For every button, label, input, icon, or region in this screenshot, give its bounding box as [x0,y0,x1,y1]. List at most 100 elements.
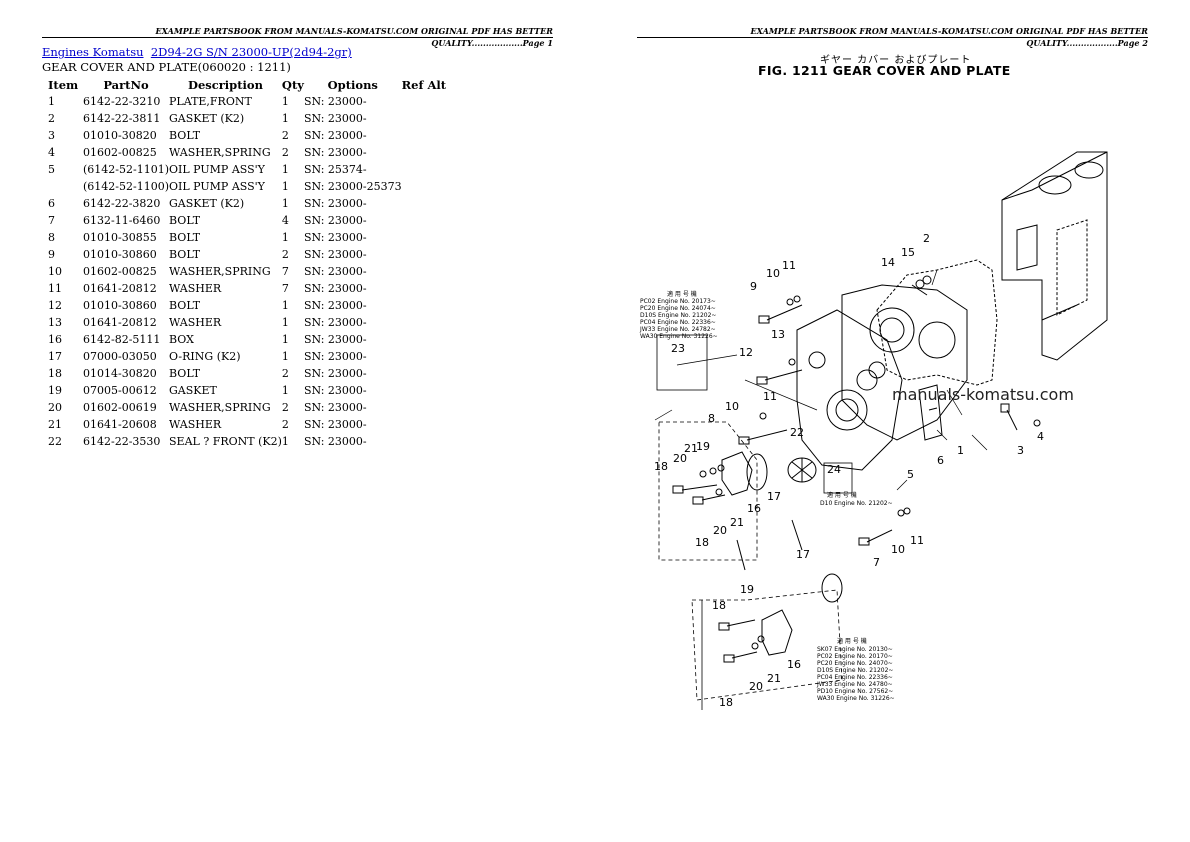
cell-options: SN: 25374- [303,163,367,176]
cell-qty: 7 [281,282,289,295]
header-refalt: Ref Alt [401,77,447,92]
cell-options: SN: 23000-25373 [303,180,402,193]
cell-options: SN: 23000- [303,384,367,397]
callout-15: 15 [901,246,915,259]
cell-item: 18 [48,367,62,380]
cell-options: SN: 23000- [303,350,367,363]
cell-partno: 6142-22-3530 [83,435,161,448]
cell-description: GASKET [169,384,217,397]
info-box-bottom-heading: 適 用 号 機 [837,637,867,645]
cell-options: SN: 23000- [303,401,367,414]
cell-partno: (6142-52-1101) [83,163,170,176]
cell-partno: 6142-22-3820 [83,197,161,210]
cell-refalt [402,314,462,331]
cell-qty: 1 [281,112,289,125]
cell-qty: 2 [281,367,289,380]
cell-partno: 01010-30820 [83,129,157,142]
callout-19b: 19 [740,583,754,596]
cell-description: BOLT [169,367,201,380]
cell-options: SN: 23000- [303,129,367,142]
cell-description: SEAL ? FRONT (K2) [169,435,282,448]
callout-16b: 16 [787,658,801,671]
cell-item: 4 [48,146,55,159]
info-box-left-row: PC04 Engine No. 22336~ [640,319,716,326]
cell-partno: 01010-30860 [83,248,157,261]
cell-qty: 1 [281,163,289,176]
cell-item: 17 [48,350,62,363]
cell-description: O-RING (K2) [169,350,241,363]
cell-qty: 2 [281,129,289,142]
cell-description: BOLT [169,214,201,227]
info-box-24-heading: 適 用 号 機 [827,491,857,499]
cell-partno: 6132-11-6460 [83,214,161,227]
cell-refalt [402,110,462,127]
callout-21b: 21 [730,516,744,529]
cell-description: WASHER,SPRING [169,265,271,278]
cell-description: GASKET (K2) [169,197,245,210]
cell-item: 22 [48,435,62,448]
seal-gear [787,457,817,483]
cell-partno: 01602-00619 [83,401,157,414]
callout-3: 3 [1017,444,1024,457]
front-plate [841,284,968,441]
callout-1: 1 [957,444,964,457]
cell-qty: 1 [281,231,289,244]
cell-qty: 1 [281,333,289,346]
callout-17b: 17 [796,548,810,561]
parts-table: Item PartNo Description Qty Options Ref … [42,76,462,450]
cell-options: SN: 23000- [303,146,367,159]
cell-refalt [402,93,462,110]
cell-item: 2 [48,112,55,125]
exploded-diagram: 2 15 14 10 11 9 13 12 11 10 8 19 21 20 1… [639,151,1108,710]
breadcrumb: Engines Komatsu 2D94-2G S/N 23000-UP(2d9… [42,45,352,59]
cell-options: SN: 23000- [303,282,367,295]
callout-11b: 11 [763,390,777,403]
breadcrumb-link-model[interactable]: 2D94-2G S/N 23000-UP(2d94-2gr) [150,45,352,59]
cell-qty: 1 [281,180,289,193]
cell-description: BOLT [169,248,201,261]
cell-item: 21 [48,418,62,431]
callout-4: 4 [1037,430,1044,443]
cell-partno: 07005-00612 [83,384,157,397]
cell-qty: 2 [281,248,289,261]
callout-10: 10 [766,267,780,280]
cell-description: WASHER [169,282,222,295]
cell-qty: 7 [281,265,289,278]
callout-17: 17 [767,490,781,503]
gear-cover [796,309,903,471]
callout-5: 5 [907,468,914,481]
callout-14: 14 [881,256,895,269]
callout-11c: 11 [910,534,924,547]
cell-options: SN: 23000- [303,367,367,380]
cell-refalt [402,246,462,263]
cell-qty: 1 [281,95,289,108]
cell-options: SN: 23000- [303,418,367,431]
watermark: manuals-komatsu.com [892,385,1074,404]
callout-6: 6 [937,454,944,467]
cell-options: SN: 23000- [303,435,367,448]
cell-qty: 1 [281,299,289,312]
callout-22: 22 [790,426,804,439]
callout-numbers: 2 15 14 10 11 9 13 12 11 10 8 19 21 20 1… [654,232,1044,709]
cell-options: SN: 23000- [303,197,367,210]
callout-10c: 10 [891,543,905,556]
callout-23: 23 [671,342,685,355]
breadcrumb-link-engines[interactable]: Engines Komatsu [42,45,144,59]
info-box-left: 適 用 号 機 PC02 Engine No. 20173~ PC20 Engi… [639,290,718,340]
cell-partno: 01602-00825 [83,265,157,278]
callout-18b: 18 [695,536,709,549]
info-box-24: 適 用 号 機 D10 Engine No. 21202~ [820,491,893,507]
cell-options: SN: 23000- [303,214,367,227]
info-box-bottom: 適 用 号 機 SK07 Engine No. 20130~ PC02 Engi… [816,637,895,702]
cell-refalt [402,399,462,416]
cell-item: 9 [48,248,55,261]
cell-partno: 01010-30860 [83,299,157,312]
callout-12: 12 [739,346,753,359]
